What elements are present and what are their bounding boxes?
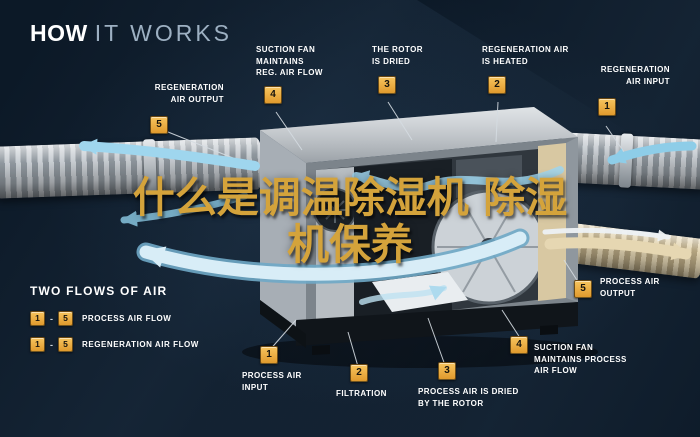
callout-label: SUCTION FAN MAINTAINS REG. AIR FLOW (256, 45, 323, 78)
callout-process-air-input: 1 PROCESS AIR INPUT (242, 346, 328, 393)
callout-label: REGENERATION AIR IS HEATED (482, 45, 569, 66)
callout-suction-fan-reg: SUCTION FAN MAINTAINS REG. AIR FLOW 4 (256, 44, 356, 104)
callout-label: FILTRATION (336, 389, 387, 398)
callout-process-air-output: 5 PROCESS AIR OUTPUT (574, 276, 686, 299)
callout-label: PROCESS AIR INPUT (242, 371, 302, 392)
step-badge: 1 (598, 98, 616, 116)
legend: TWO FLOWS OF AIR 1 - 5 PROCESS AIR FLOW … (30, 284, 199, 363)
title-it-works: IT WORKS (94, 20, 233, 46)
legend-badge-end: 5 (58, 311, 73, 326)
machine-top-shade (260, 107, 578, 163)
watermark-text: 什么是调温除湿机 除湿 机保养 (132, 173, 568, 270)
step-badge: 1 (260, 346, 278, 364)
callout-label: PROCESS AIR OUTPUT (600, 277, 660, 298)
title-how: HOW (30, 20, 88, 46)
callout-regeneration-air-input: REGENERATION AIR INPUT 1 (578, 64, 670, 116)
legend-heading: TWO FLOWS OF AIR (30, 284, 168, 298)
legend-row-regeneration: 1 - 5 REGENERATION AIR FLOW (30, 337, 199, 352)
callout-label: REGENERATION AIR OUTPUT (154, 83, 224, 104)
step-badge: 3 (378, 76, 396, 94)
fan-blades (322, 197, 348, 223)
callout-label: PROCESS AIR IS DRIED BY THE ROTOR (418, 387, 519, 408)
legend-label: PROCESS AIR FLOW (82, 314, 172, 323)
step-badge: 3 (438, 362, 456, 380)
callout-process-air-dried: 3 PROCESS AIR IS DRIED BY THE ROTOR (418, 362, 530, 409)
callout-filtration: 2 FILTRATION (336, 364, 416, 400)
legend-label: REGENERATION AIR FLOW (82, 340, 199, 349)
legend-dash: - (50, 339, 53, 350)
step-badge: 2 (488, 76, 506, 94)
legend-row-process: 1 - 5 PROCESS AIR FLOW (30, 311, 199, 326)
step-badge: 4 (510, 336, 528, 354)
callout-label: THE ROTOR IS DRIED (372, 45, 424, 66)
legend-badge-start: 1 (30, 337, 45, 352)
machine-foot (312, 345, 330, 355)
legend-badge-end: 5 (58, 337, 73, 352)
callout-rotor-dried: THE ROTOR IS DRIED 3 (372, 44, 452, 94)
callout-label: REGENERATION AIR INPUT (600, 65, 670, 86)
callout-regeneration-heated: REGENERATION AIR IS HEATED 2 (482, 44, 586, 94)
step-badge: 5 (574, 280, 592, 298)
legend-badge-start: 1 (30, 311, 45, 326)
step-badge: 2 (350, 364, 368, 382)
callout-regeneration-air-output: REGENERATION AIR OUTPUT 5 (112, 82, 224, 134)
step-badge: 5 (150, 116, 168, 134)
callout-label: SUCTION FAN MAINTAINS PROCESS AIR FLOW (534, 343, 627, 376)
machine-foot (540, 325, 558, 335)
step-badge: 4 (264, 86, 282, 104)
legend-dash: - (50, 313, 53, 324)
